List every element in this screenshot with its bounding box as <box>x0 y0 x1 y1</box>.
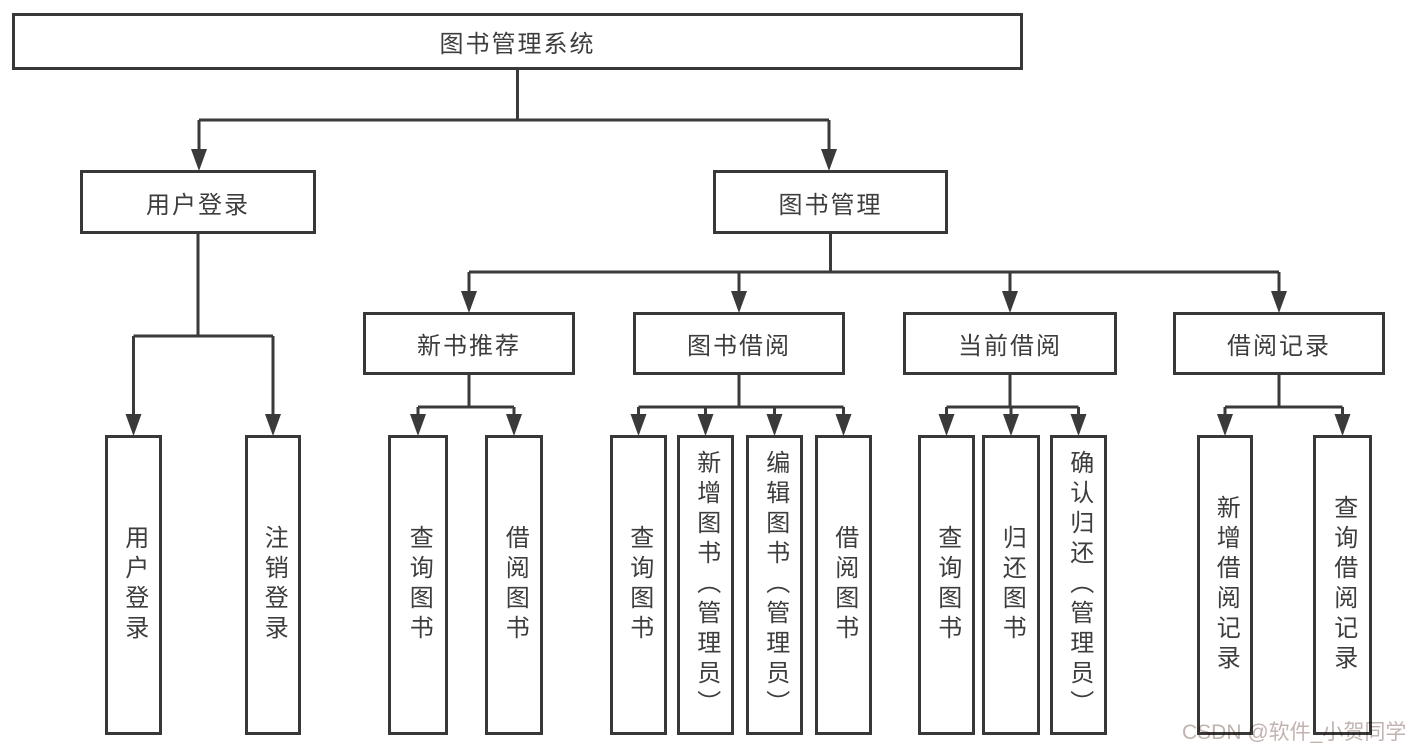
leaf-query-books-borrow: 查询图书 <box>610 435 667 735</box>
leaf-edit-books-admin: 编辑图书（管理员） <box>746 435 803 735</box>
leaf-user-login-label: 用户登录 <box>120 525 148 645</box>
leaf-borrow-books-borrow-label: 借阅图书 <box>830 525 858 645</box>
leaf-borrow-books-newbook: 借阅图书 <box>485 435 543 735</box>
leaf-query-books-borrow-label: 查询图书 <box>625 525 653 645</box>
leaf-add-books-admin-label: 新增图书（管理员） <box>692 450 720 720</box>
connector-borrow-to-leaves <box>637 375 845 417</box>
leaf-borrow-books-newbook-label: 借阅图书 <box>501 525 529 645</box>
node-root-library-system: 图书管理系统 <box>12 13 1023 70</box>
leaf-query-books-current: 查询图书 <box>918 435 975 735</box>
connector-bookmgmt-to-level3 <box>467 234 1281 294</box>
leaf-return-books-label: 归还图书 <box>998 525 1026 645</box>
leaf-query-books-current-label: 查询图书 <box>933 525 961 645</box>
leaf-query-borrow-record: 查询借阅记录 <box>1313 435 1372 735</box>
connector-newbook-to-leaves <box>416 375 516 417</box>
node-new-book-recommend: 新书推荐 <box>363 312 575 375</box>
leaf-logout-label: 注销登录 <box>260 525 288 645</box>
leaf-query-books-newbook-label: 查询图书 <box>405 525 433 645</box>
leaf-add-borrow-record: 新增借阅记录 <box>1197 435 1253 735</box>
connector-current-to-leaves <box>945 375 1080 417</box>
leaf-borrow-books-borrow: 借阅图书 <box>815 435 872 735</box>
node-book-borrow: 图书借阅 <box>633 312 845 375</box>
leaf-edit-books-admin-label: 编辑图书（管理员） <box>761 450 789 720</box>
leaf-add-books-admin: 新增图书（管理员） <box>677 435 734 735</box>
leaf-confirm-return-admin: 确认归还（管理员） <box>1050 435 1107 735</box>
node-book-management: 图书管理 <box>713 170 948 234</box>
node-borrow-records: 借阅记录 <box>1173 312 1385 375</box>
connector-records-to-leaves <box>1223 375 1344 417</box>
leaf-query-books-newbook: 查询图书 <box>388 435 448 735</box>
leaf-return-books: 归还图书 <box>982 435 1040 735</box>
leaf-confirm-return-admin-label: 确认归还（管理员） <box>1065 450 1093 720</box>
connector-root-to-level2 <box>197 70 831 152</box>
leaf-user-login: 用户登录 <box>105 435 162 735</box>
leaf-query-borrow-record-label: 查询借阅记录 <box>1329 495 1357 675</box>
leaf-logout: 注销登录 <box>245 435 301 735</box>
node-current-borrow: 当前借阅 <box>903 312 1117 375</box>
leaf-add-borrow-record-label: 新增借阅记录 <box>1212 495 1240 675</box>
connector-userlogin-to-leaves <box>132 234 275 417</box>
node-user-login: 用户登录 <box>80 170 316 234</box>
watermark: CSDN @软件_小贺同学 <box>1182 721 1405 744</box>
